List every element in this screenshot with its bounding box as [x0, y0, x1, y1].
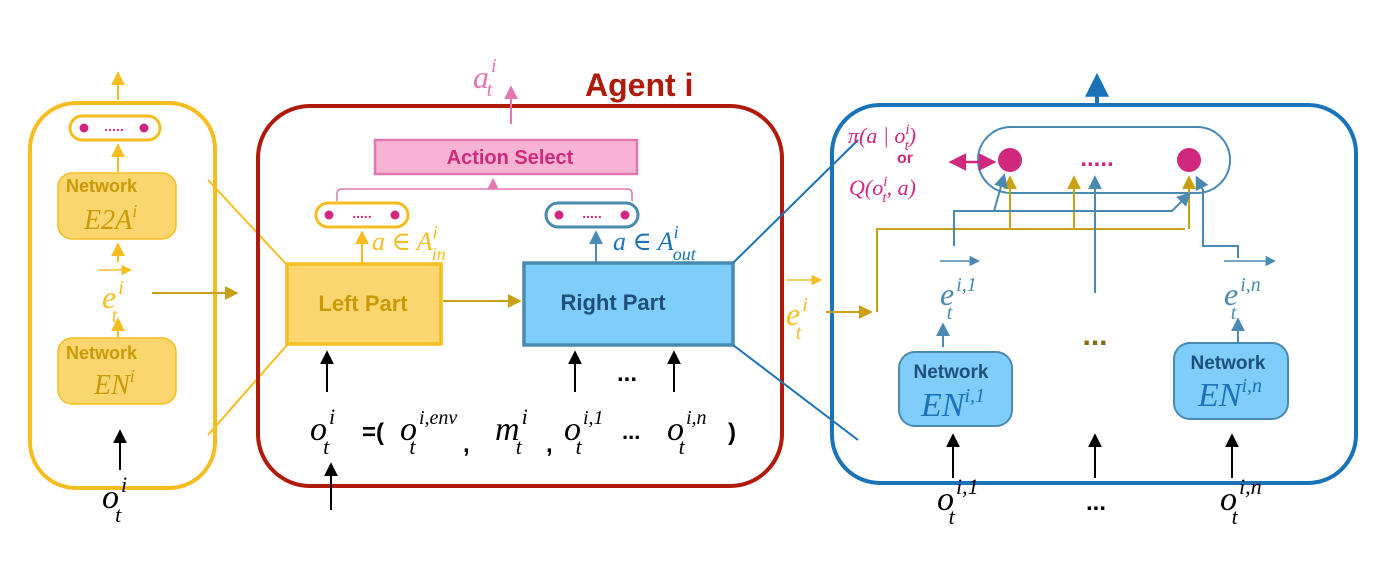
blue-line-e1 [953, 192, 1191, 246]
enn-symbol: ENi,n [1197, 375, 1262, 414]
policy-dots: ..... [1080, 145, 1113, 172]
in-action-dot-b [390, 210, 400, 220]
en-network-label: Network [66, 343, 138, 363]
obs-right-ellipsis: ... [1086, 489, 1106, 516]
left-part-label: Left Part [318, 291, 408, 316]
in-action-vector [314, 201, 410, 229]
gold-bus-main [876, 228, 1185, 312]
enn-network-label: Network [1191, 353, 1266, 374]
e2a-network-box [57, 172, 177, 240]
neighbour-ellipsis: ... [1082, 319, 1107, 352]
en-symbol: ENi [93, 366, 135, 401]
equation-close: ) [728, 419, 736, 446]
zoom-line-left-bottom [207, 344, 288, 436]
obs-middle-ellipsis: ... [622, 419, 640, 444]
action-select-box [373, 138, 639, 176]
blue-line-e1-first [993, 173, 1008, 212]
en1-network-box [898, 351, 1013, 427]
policy-dot-first [998, 148, 1022, 172]
comma-1: , [463, 431, 470, 458]
left-output-vector [68, 114, 162, 142]
e2a-network-label: Network [66, 176, 138, 196]
blue-line-en [1195, 175, 1239, 258]
agent-panel [256, 104, 784, 488]
action-select-label: Action Select [447, 147, 574, 169]
left-output-dot-a [79, 123, 89, 133]
comma-2: , [546, 431, 553, 458]
out-action-dots: ..... [582, 205, 601, 221]
in-action-dot-a [324, 210, 334, 220]
left-part-box [285, 262, 443, 346]
enn-network-box [1173, 342, 1289, 420]
out-action-vector [544, 201, 640, 229]
left-output-dots: ..... [104, 118, 123, 134]
out-action-dot-a [554, 210, 564, 220]
policy-or-label: or [897, 150, 913, 167]
e2a-symbol: E2Ai [83, 201, 137, 236]
en-network-box [57, 337, 177, 405]
left-output-dot-b [139, 123, 149, 133]
equation-open: =( [362, 419, 384, 446]
obs-inputs-ellipsis: ... [617, 360, 637, 387]
zoom-line-right-top [732, 139, 859, 264]
right-part-label: Right Part [560, 290, 666, 315]
agent-title: Agent i [585, 67, 693, 103]
left-encoder-panel [28, 101, 217, 490]
action-merge-bracket [336, 188, 633, 201]
in-action-dots: ..... [352, 205, 371, 221]
zoom-line-right-bottom [732, 344, 859, 441]
right-part-box [522, 261, 735, 347]
right-detail-panel [830, 103, 1358, 485]
out-action-dot-b [620, 210, 630, 220]
zoom-line-left-top [207, 179, 288, 266]
en1-symbol: ENi,1 [920, 385, 985, 424]
policy-dot-last [1177, 148, 1201, 172]
en1-network-label: Network [914, 362, 989, 383]
